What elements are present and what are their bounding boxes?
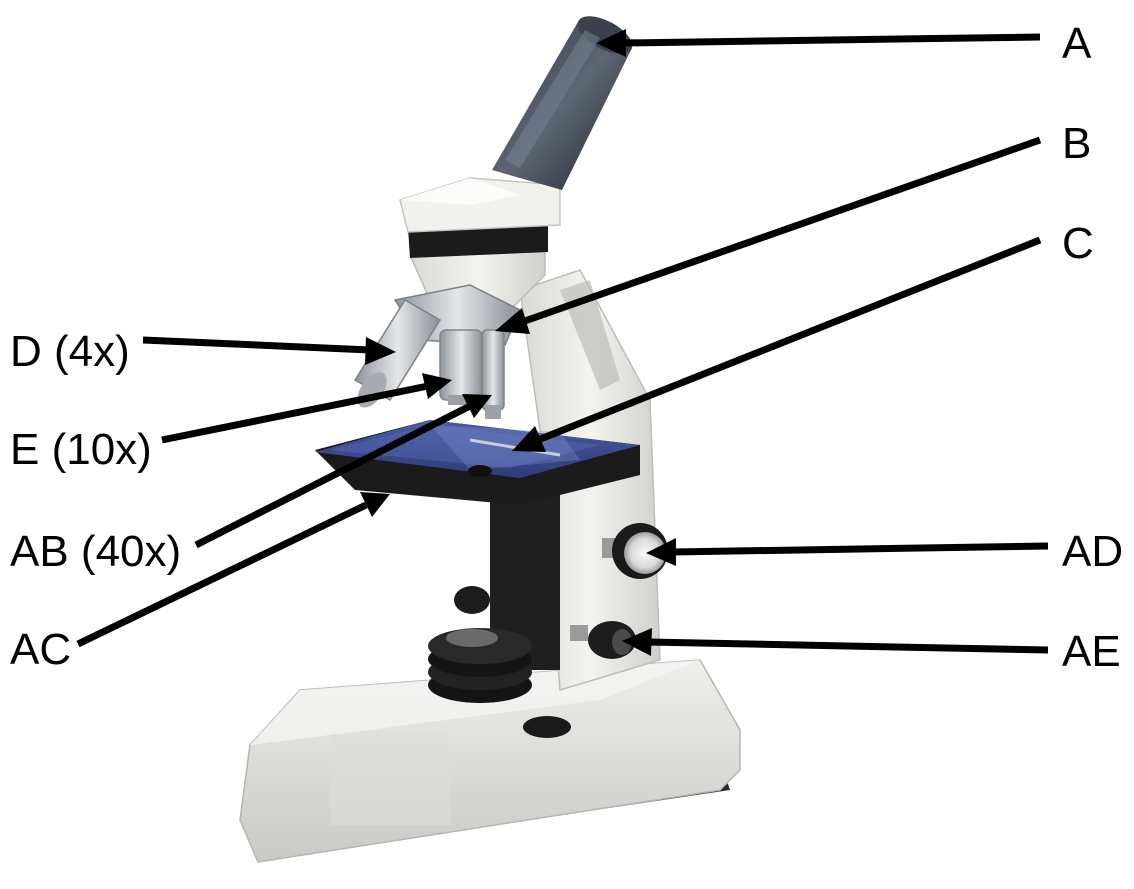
label-ac: AC	[10, 628, 71, 672]
arrow-a	[622, 37, 1040, 43]
label-ab: AB (40x)	[10, 530, 181, 574]
label-b: B	[1062, 122, 1091, 166]
condenser-knob	[454, 586, 490, 614]
label-e: E (10x)	[10, 428, 152, 472]
diaphragm-disc	[428, 628, 532, 703]
label-d: D (4x)	[10, 330, 130, 374]
label-ae: AE	[1062, 630, 1121, 674]
arrow-ae	[648, 642, 1048, 650]
label-a: A	[1062, 22, 1091, 66]
objective-40x	[482, 330, 504, 419]
arrow-ad	[672, 546, 1048, 552]
label-c: C	[1062, 222, 1094, 266]
arrow-b	[522, 140, 1040, 322]
label-ad: AD	[1062, 530, 1123, 574]
objective-10x	[440, 330, 482, 405]
arrow-d	[143, 340, 370, 350]
